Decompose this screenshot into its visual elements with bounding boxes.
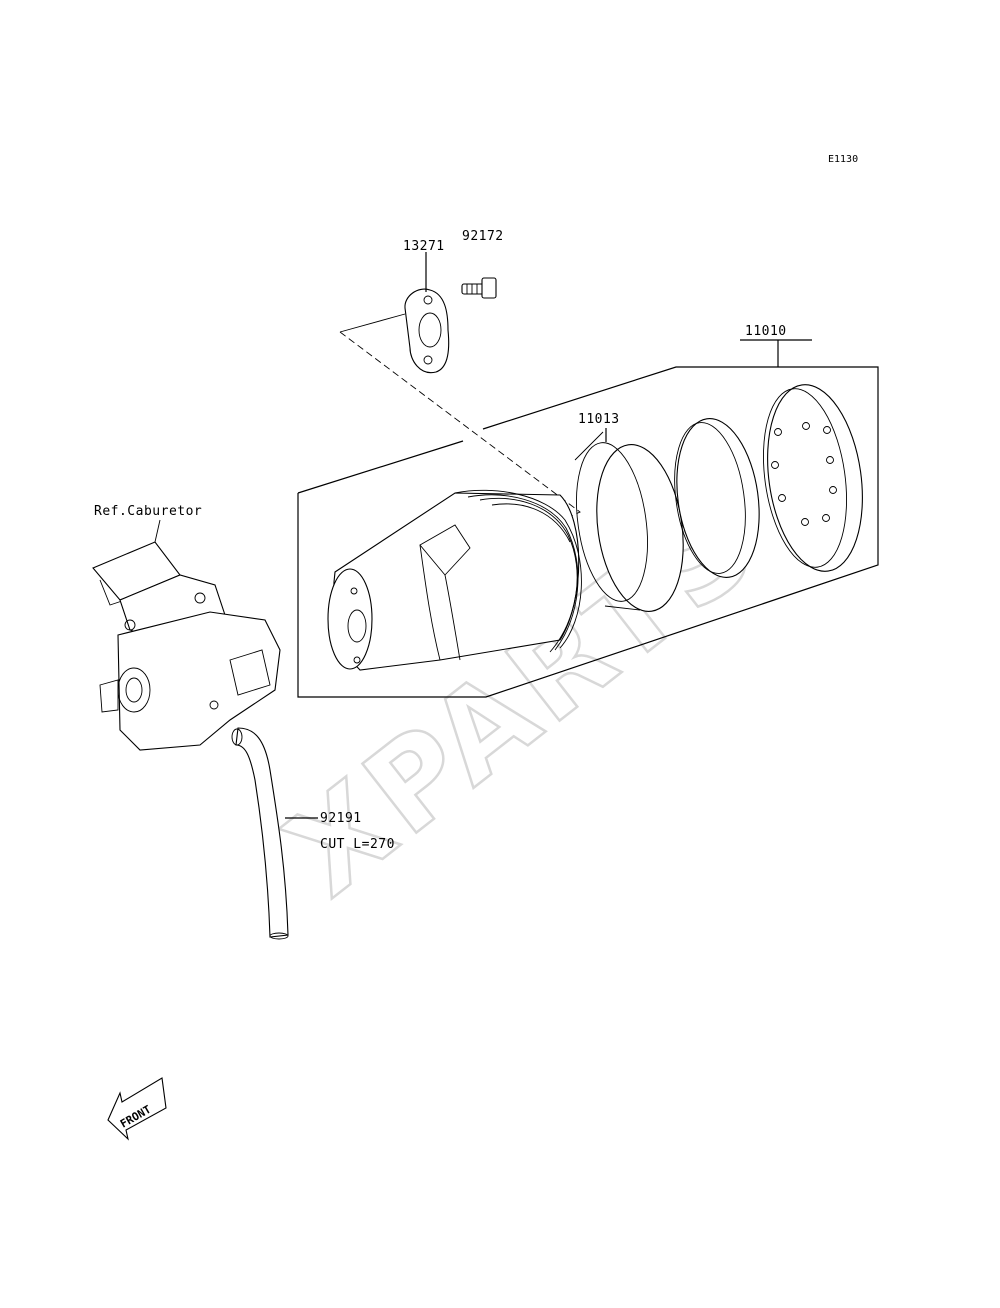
callout-cut-length: CUT L=270 (320, 837, 395, 852)
filter-ring (674, 418, 760, 578)
carburetor (92, 519, 281, 751)
gasket-leader-line (339, 313, 406, 333)
gasket-dash-line (339, 331, 581, 520)
callout-13271: 13271 (403, 239, 445, 254)
air-cleaner-assembly-box (297, 339, 879, 698)
end-cover (763, 384, 863, 572)
air-filter-element-11013 (574, 431, 684, 612)
callout-ref-carburetor: Ref.Caburetor (94, 504, 202, 519)
bolt-92172 (461, 277, 497, 299)
air-cleaner-housing (327, 489, 582, 671)
drain-hose-92191 (231, 727, 289, 940)
callout-11013: 11013 (578, 412, 620, 427)
callout-11010: 11010 (745, 324, 787, 339)
front-arrow-icon: FRONT (107, 1077, 167, 1141)
gasket-13271 (404, 288, 450, 374)
callout-92191: 92191 (320, 811, 362, 826)
diagram-code: E1130 (828, 154, 858, 165)
callout-92172: 92172 (462, 229, 504, 244)
